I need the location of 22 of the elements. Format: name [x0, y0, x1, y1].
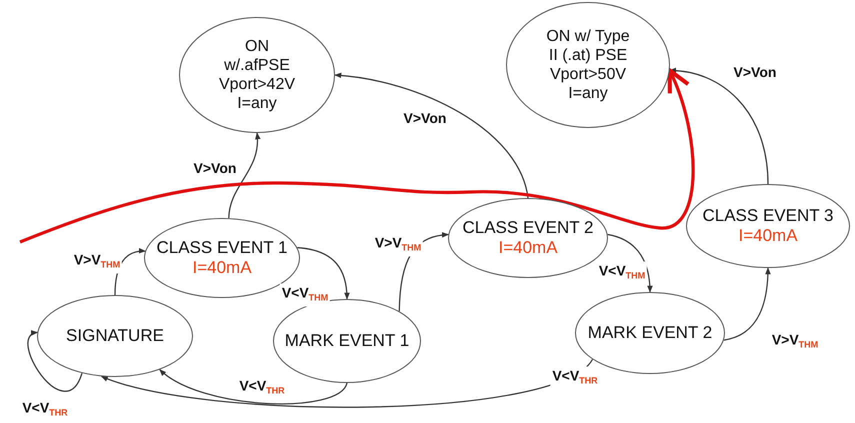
transition-arrow [669, 68, 769, 184]
state-label: MARK EVENT 2 [588, 323, 712, 343]
state-label: CLASS EVENT 2 [462, 218, 594, 238]
current-label: I=40mA [738, 226, 798, 246]
highlight-arrow [19, 68, 695, 244]
transition-arrow [334, 72, 529, 198]
transition-arrow [159, 369, 348, 404]
state-label: ON w/ Type II (.at) PSE Vport>50V I=any [545, 27, 631, 103]
current-label: I=40mA [192, 258, 252, 278]
state-label: CLASS EVENT 1 [156, 238, 288, 258]
current-label: I=40mA [498, 238, 558, 258]
transition-arrow [608, 234, 653, 293]
transition-arrow [724, 267, 771, 341]
transition-arrow [297, 247, 350, 300]
state-label: MARK EVENT 1 [284, 331, 410, 351]
transition-arrow [100, 358, 593, 408]
state-label: SIGNATURE [66, 326, 164, 346]
state-label: ON w/.afPSE Vport>42V I=any [218, 37, 296, 113]
state-label: CLASS EVENT 3 [702, 206, 834, 226]
edge-label: V<V$_{THM}$ [280, 284, 330, 306]
transition-arrow [228, 132, 260, 218]
transition-arrow [28, 332, 83, 392]
